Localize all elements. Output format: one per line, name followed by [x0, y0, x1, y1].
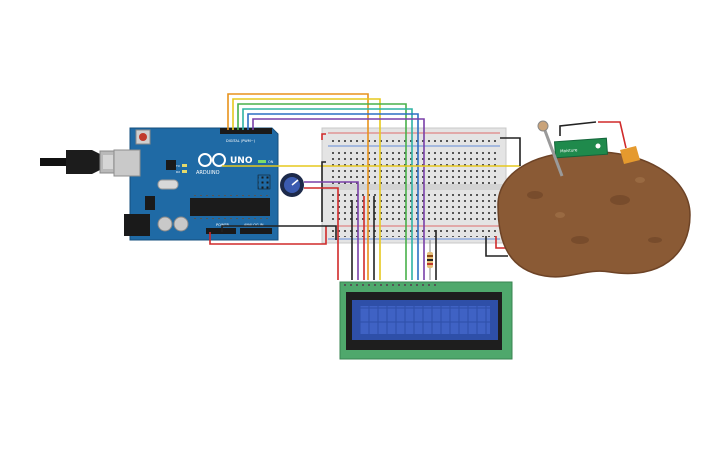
wire-teal[interactable]	[242, 108, 413, 280]
wire-pot-wiper[interactable]	[304, 181, 359, 280]
lcd-display[interactable]	[339, 281, 513, 360]
on-label: ON	[268, 160, 274, 164]
wire-probe-red[interactable]	[598, 121, 627, 149]
on-led	[258, 160, 266, 163]
model-label: UNO	[230, 156, 253, 166]
tx-label: TX	[175, 164, 180, 168]
wire-rail-red[interactable]	[321, 133, 326, 140]
wire-5v-red[interactable]	[209, 226, 327, 245]
atmega-chip	[190, 198, 270, 216]
wire-rail-black[interactable]	[321, 161, 326, 222]
digital-label: DIGITAL (PWM~)	[226, 139, 256, 143]
wire-probe-black[interactable]	[559, 121, 597, 136]
wire-sensor-black-2[interactable]	[485, 236, 508, 257]
wire-gnd-black[interactable]	[221, 225, 337, 240]
potentiometer[interactable]	[280, 173, 304, 197]
power-wires	[209, 133, 521, 280]
wire-purple[interactable]	[252, 118, 425, 280]
brand-label: ARDUINO	[196, 170, 220, 176]
analog-label: ANALOG IN	[244, 223, 264, 227]
wire-sensor-gnd[interactable]	[500, 137, 521, 166]
wire-orange[interactable]	[227, 93, 369, 280]
sensor-label: Moisture	[560, 147, 578, 153]
wire-sensor-red-2[interactable]	[495, 236, 508, 249]
wire-yellow[interactable]	[232, 98, 381, 280]
moisture-sensor[interactable]: Moisture	[537, 120, 640, 177]
usb-cable	[40, 150, 117, 174]
potato	[497, 151, 691, 278]
sensor-connector	[620, 146, 640, 164]
lcd-character-grid	[360, 306, 490, 334]
wire-green[interactable]	[237, 103, 407, 280]
wire-blue[interactable]	[247, 113, 419, 280]
arduino-logo-icon	[198, 153, 226, 167]
breadboard[interactable]	[321, 127, 507, 244]
power-label: POWER	[216, 223, 230, 227]
wire-pot-red[interactable]	[304, 187, 339, 280]
rx-label: RX	[176, 170, 180, 174]
arduino-uno-board[interactable]: UNO ARDUINO DIGITAL (PWM~) POWER ANALOG …	[113, 127, 279, 241]
resistor[interactable]	[427, 240, 433, 280]
wire-bundle	[227, 93, 425, 280]
